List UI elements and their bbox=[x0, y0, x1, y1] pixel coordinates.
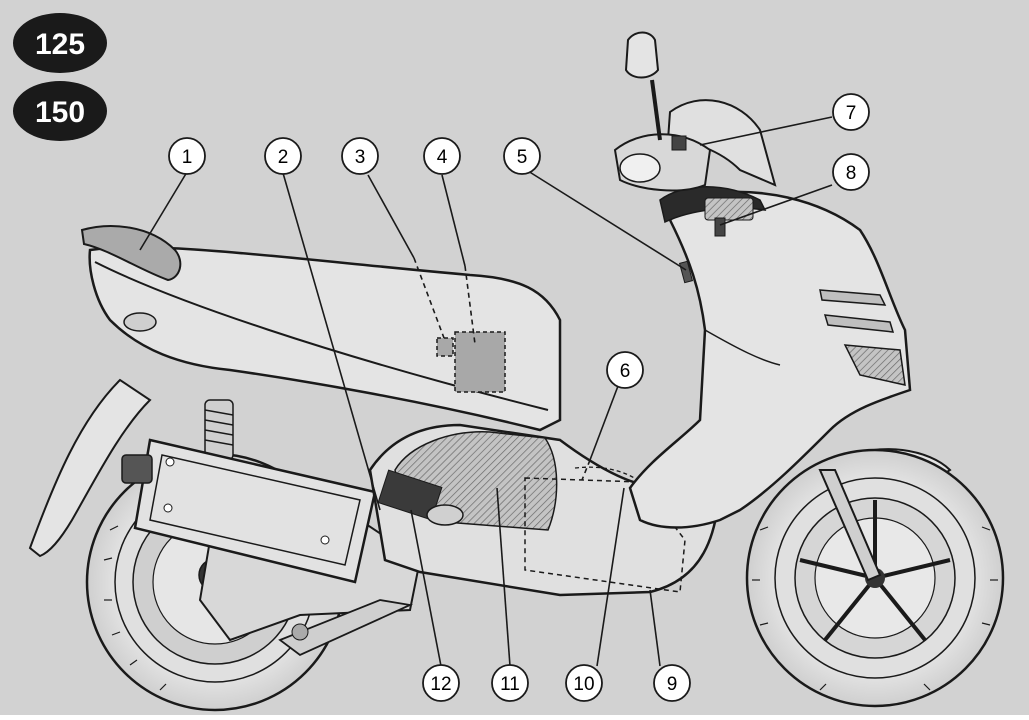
callout-4-label: 4 bbox=[437, 147, 448, 168]
callout-9: 9 bbox=[653, 664, 691, 702]
stand bbox=[278, 599, 414, 657]
badge-150-label: 150 bbox=[35, 96, 85, 129]
callout-3: 3 bbox=[341, 137, 379, 175]
front-body bbox=[628, 190, 912, 529]
callout-2-label: 2 bbox=[278, 147, 289, 168]
callout-4: 4 bbox=[423, 137, 461, 175]
callout-2: 2 bbox=[264, 137, 302, 175]
rear-mudguard bbox=[28, 378, 152, 558]
callout-1: 1 bbox=[168, 137, 206, 175]
callout-12-label: 12 bbox=[430, 674, 451, 695]
callout-10: 10 bbox=[565, 664, 603, 702]
callout-6-label: 6 bbox=[620, 361, 631, 382]
grab-handle bbox=[80, 225, 182, 282]
badge-125: 125 bbox=[13, 13, 107, 73]
exhaust-muffler bbox=[121, 438, 377, 584]
callout-1-label: 1 bbox=[182, 147, 193, 168]
badge-125-label: 125 bbox=[35, 28, 85, 61]
rear-shock bbox=[204, 399, 234, 461]
callout-10-label: 10 bbox=[573, 674, 594, 695]
marker-5 bbox=[678, 260, 694, 284]
rear-body-panel bbox=[88, 246, 562, 432]
handlebar-grip bbox=[619, 153, 661, 183]
tail-light bbox=[123, 312, 157, 332]
callout-12: 12 bbox=[422, 664, 460, 702]
callout-6: 6 bbox=[606, 351, 644, 389]
mirror bbox=[624, 31, 662, 141]
badge-150: 150 bbox=[13, 81, 107, 141]
ignition-area-8 bbox=[704, 197, 754, 221]
callout-11-label: 11 bbox=[500, 674, 520, 695]
callout-7: 7 bbox=[832, 93, 870, 131]
dashed-box-3 bbox=[436, 337, 454, 357]
callout-5: 5 bbox=[503, 137, 541, 175]
ignition-key bbox=[714, 217, 726, 237]
callout-9-label: 9 bbox=[667, 674, 678, 695]
front-vents bbox=[819, 289, 906, 386]
callout-7-label: 7 bbox=[846, 103, 857, 124]
callout-5-label: 5 bbox=[517, 147, 528, 168]
callout-11: 11 bbox=[491, 664, 529, 702]
front-fork bbox=[818, 469, 882, 582]
dashed-box-4 bbox=[454, 331, 506, 393]
grille-12 bbox=[377, 469, 443, 521]
callout-3-label: 3 bbox=[355, 147, 366, 168]
leader-lines bbox=[139, 116, 833, 667]
callout-8: 8 bbox=[832, 153, 870, 191]
callout-8-label: 8 bbox=[846, 163, 857, 184]
